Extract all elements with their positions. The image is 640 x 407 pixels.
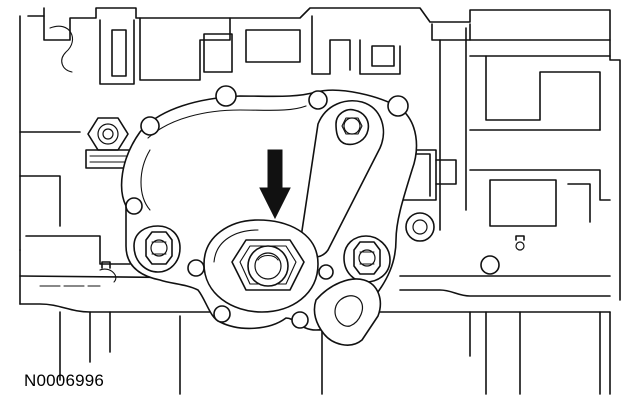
sensor-lower-tab: [313, 278, 382, 346]
manual-lever-arm: [299, 100, 385, 258]
transmission-case: [19, 7, 621, 395]
sensor-bolt-right: [343, 235, 391, 283]
figure-id-label: N0006996: [24, 371, 105, 390]
case-bolt-upper-left: [85, 117, 131, 169]
sensor-bolt-left: [133, 225, 181, 273]
manual-shaft-nut: [203, 219, 319, 313]
arrow-down-icon: [259, 149, 291, 220]
